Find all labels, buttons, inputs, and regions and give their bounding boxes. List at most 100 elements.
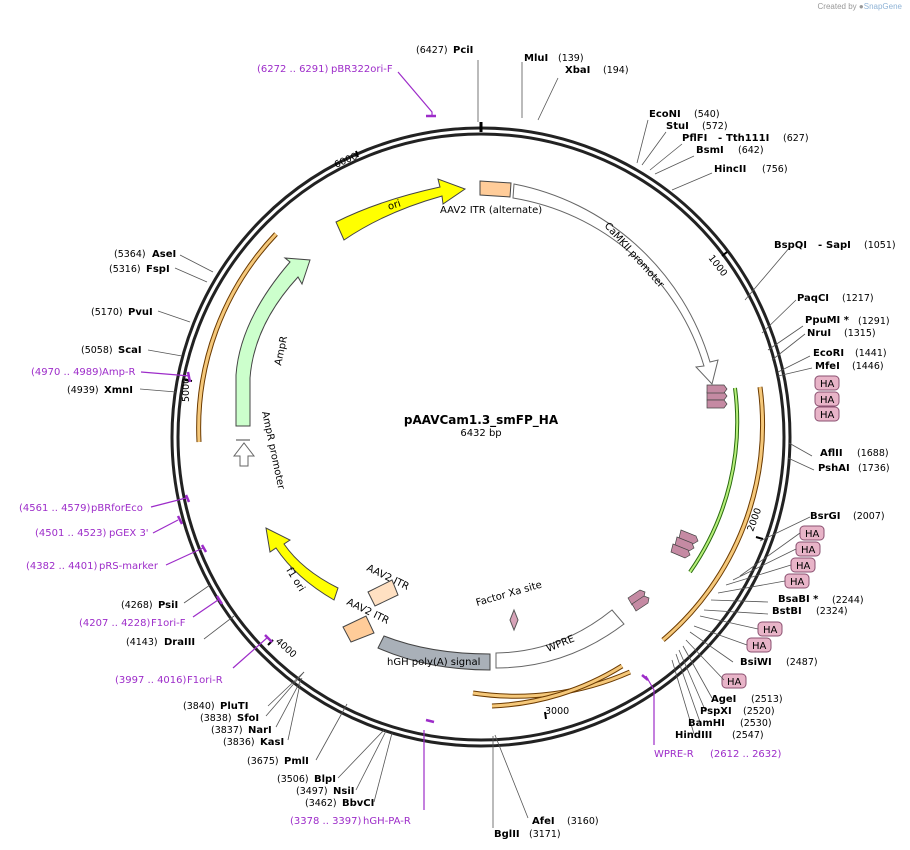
primer-hgh-pa-r: hGH-PA-R <box>363 816 411 827</box>
enzyme-kasi-pos: (3836) <box>223 737 255 748</box>
enzyme-ppumi-pos: (1291) <box>858 316 890 327</box>
camkii-label: CaMKII promoter <box>602 221 667 291</box>
tick-4000: 4000 <box>273 636 298 660</box>
enzyme-nrui: NruI <box>807 328 831 339</box>
feature-itr-bottom: AAV2 ITR AAV2 ITR <box>342 563 411 643</box>
enzyme-draiii: DraIII <box>164 637 195 648</box>
primer-f1ori-r: F1ori-R <box>187 675 223 686</box>
enzyme-bglii-pos: (3171) <box>529 829 561 840</box>
tick-6000: 6000 <box>333 151 360 171</box>
enzyme-pvui: PvuI <box>128 307 153 318</box>
enzyme-pflfi: PflFI <box>682 133 707 144</box>
enzyme-stui: StuI <box>666 121 689 132</box>
enzyme-pspxi-pos: (2520) <box>743 706 775 717</box>
enzyme-aflii-pos: (1688) <box>857 448 889 459</box>
feature-ampr: AmpR <box>235 257 311 441</box>
primer-pgex3-range: (4501 .. 4523) <box>35 528 107 539</box>
enzyme-agei-pos: (2513) <box>751 694 783 705</box>
enzyme-bspqi-sep: - <box>818 240 822 251</box>
ha-chip-8: HA <box>763 625 778 636</box>
primer-pbr322ori-f-range: (6272 .. 6291) <box>257 64 329 75</box>
enzyme-xmni: XmnI <box>104 385 133 396</box>
ha-chip-4: HA <box>805 529 820 540</box>
primer-amp-r: Amp-R <box>102 367 136 378</box>
enzyme-labels-left: (6427) PciI (5364) AseI (5316) FspI (517… <box>67 45 561 840</box>
enzyme-nsii: NsiI <box>333 786 354 797</box>
enzyme-xmni-pos: (4939) <box>67 385 99 396</box>
ha-chip-10: HA <box>727 677 742 688</box>
feature-ori: ori <box>335 178 467 241</box>
feature-hgh: hGH poly(A) signal <box>377 635 491 671</box>
enzyme-tth111i: Tth111I <box>726 133 769 144</box>
feature-f1ori: f1 ori <box>265 527 339 601</box>
itr-alt-label: AAV2 ITR (alternate) <box>440 205 542 216</box>
enzyme-scai-pos: (5058) <box>81 345 113 356</box>
enzyme-aflii: AflII <box>820 448 843 459</box>
enzyme-bsabi: BsaBI * <box>778 594 819 605</box>
snapgene-logo-icon: ● <box>858 2 864 11</box>
primer-f1ori-f: F1ori-F <box>151 618 186 629</box>
enzyme-econi: EcoNI <box>649 109 681 120</box>
enzyme-bglii: BglII <box>494 829 520 840</box>
enzyme-pluti: PluTI <box>220 701 248 712</box>
enzyme-ecori-pos: (1441) <box>855 348 887 359</box>
enzyme-hincii-pos: (756) <box>762 164 788 175</box>
ha-chip-3: HA <box>820 410 835 421</box>
enzyme-hindiii: HindIII <box>675 730 712 741</box>
orf-arcs <box>196 232 766 709</box>
snapgene-branding: Created by ●SnapGene <box>818 2 902 11</box>
primer-wpre-r-range: (2612 .. 2632) <box>710 749 782 760</box>
enzyme-psii-pos: (4268) <box>121 600 153 611</box>
enzyme-hincii: HincII <box>714 164 746 175</box>
ha-chip-5: HA <box>801 545 816 556</box>
enzyme-bstbi: BstBI <box>772 606 802 617</box>
enzyme-blpi-pos: (3506) <box>277 774 309 785</box>
primer-wpre-r: WPRE-R <box>654 749 694 760</box>
factor-xa-label: Factor Xa site <box>475 580 543 609</box>
enzyme-pshai-pos: (1736) <box>858 463 890 474</box>
tick-5000: 5000 <box>181 378 192 402</box>
enzyme-paqci-pos: (1217) <box>842 293 874 304</box>
enzyme-blpi: BlpI <box>314 774 336 785</box>
enzyme-fspi-pos: (5316) <box>109 264 141 275</box>
enzyme-kasi: KasI <box>260 737 284 748</box>
primer-pbr322ori-f: pBR322ori-F <box>331 64 393 75</box>
primer-prs-marker-range: (4382 .. 4401) <box>26 561 98 572</box>
enzyme-bstbi-pos: (2324) <box>816 606 848 617</box>
enzyme-draiii-pos: (4143) <box>126 637 158 648</box>
enzyme-bamhi-pos: (2530) <box>740 718 772 729</box>
enzyme-scai: ScaI <box>118 345 142 356</box>
primer-f1ori-f-range: (4207 .. 4228) <box>79 618 151 629</box>
enzyme-pvui-pos: (5170) <box>91 307 123 318</box>
primer-lines <box>140 71 655 810</box>
enzyme-bsrgi: BsrGI <box>810 511 840 522</box>
enzyme-bspqi-pos: (1051) <box>864 240 896 251</box>
primer-pbrforeco: pBRforEco <box>91 503 143 514</box>
primer-labels: (6272 .. 6291) pBR322ori-F (4970 .. 4989… <box>19 64 782 827</box>
enzyme-asei-pos: (5364) <box>114 249 146 260</box>
primer-pgex3: pGEX 3' <box>109 528 149 539</box>
leader-lines <box>477 60 815 828</box>
enzyme-stui-pos: (572) <box>702 121 728 132</box>
enzyme-paqci: PaqCI <box>797 293 829 304</box>
branding-prefix: Created by <box>817 2 857 11</box>
backbone <box>170 122 792 748</box>
enzyme-nari-pos: (3837) <box>211 725 243 736</box>
enzyme-nsii-pos: (3497) <box>296 786 328 797</box>
leader-lines-left <box>139 254 393 803</box>
enzyme-nari: NarI <box>248 725 272 736</box>
ha-chip-7: HA <box>790 577 805 588</box>
primer-f1ori-r-range: (3997 .. 4016) <box>115 675 187 686</box>
enzyme-sfoi: SfoI <box>237 713 259 724</box>
enzyme-hindiii-pos: (2547) <box>732 730 764 741</box>
enzyme-psii: PsiI <box>158 600 178 611</box>
enzyme-ppumi: PpuMI * <box>805 315 850 326</box>
enzyme-pflfi-pos: (627) <box>783 133 809 144</box>
enzyme-bamhi: BamHI <box>688 718 725 729</box>
ha-glyphs <box>627 384 728 612</box>
enzyme-ecori: EcoRI <box>813 348 844 359</box>
enzyme-mlui: MluI <box>524 53 548 64</box>
enzyme-bsmi: BsmI <box>696 145 724 156</box>
enzyme-mfei-pos: (1446) <box>852 361 884 372</box>
